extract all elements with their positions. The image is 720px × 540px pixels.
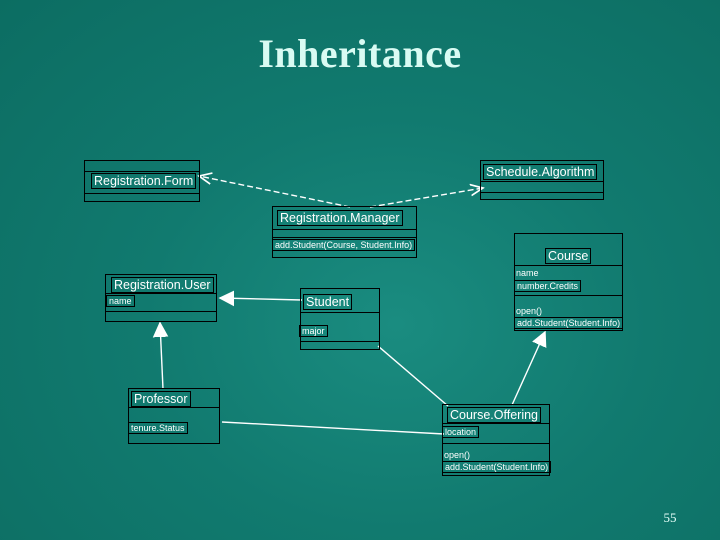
class-name: Course.Offering — [447, 407, 542, 424]
dependency-manager-to-form — [199, 176, 351, 208]
operation: open() — [516, 306, 543, 316]
class-name: Registration.Form — [91, 173, 197, 190]
attribute: number.Credits — [514, 280, 582, 293]
attribute: major — [299, 325, 328, 338]
slide-number: 55 — [663, 510, 677, 525]
class-name: Registration.User — [111, 277, 214, 294]
attribute: name — [106, 295, 135, 308]
association-offering-to-course — [511, 332, 545, 406]
operation: add.Student(Course, Student.Info) — [272, 239, 416, 252]
operation: add.Student(Student.Info) — [442, 461, 552, 474]
class-registration-user[interactable]: Registration.User name — [105, 274, 217, 322]
class-name: Student — [303, 294, 353, 311]
operation: open() — [444, 450, 471, 460]
class-professor[interactable]: Professor tenure.Status — [128, 388, 220, 444]
class-name: Registration.Manager — [277, 210, 403, 227]
slide-title: Inheritance — [258, 31, 462, 76]
class-course[interactable]: Course name number.Credits open() add.St… — [514, 233, 624, 331]
dependency-manager-to-algorithm — [369, 188, 483, 208]
class-name: Professor — [131, 391, 191, 408]
association-professor-to-offering — [221, 421, 445, 435]
class-registration-manager[interactable]: Registration.Manager add.Student(Course,… — [272, 206, 417, 258]
operation: add.Student(Student.Info) — [514, 317, 624, 330]
class-schedule-algorithm[interactable]: Schedule.Algorithm — [480, 160, 604, 200]
attribute: name — [516, 268, 539, 278]
class-name: Course — [545, 248, 592, 265]
attribute: tenure.Status — [128, 422, 188, 435]
attribute: location — [442, 426, 480, 439]
class-registration-form[interactable]: Registration.Form — [84, 160, 200, 202]
class-student[interactable]: Student major — [299, 288, 380, 350]
association-student-to-offering — [377, 345, 449, 407]
generalization-student-to-user — [220, 298, 303, 300]
class-course-offering[interactable]: Course.Offering location open() add.Stud… — [442, 404, 552, 476]
class-name: Schedule.Algorithm — [483, 164, 598, 181]
generalization-professor-to-user — [160, 323, 163, 390]
